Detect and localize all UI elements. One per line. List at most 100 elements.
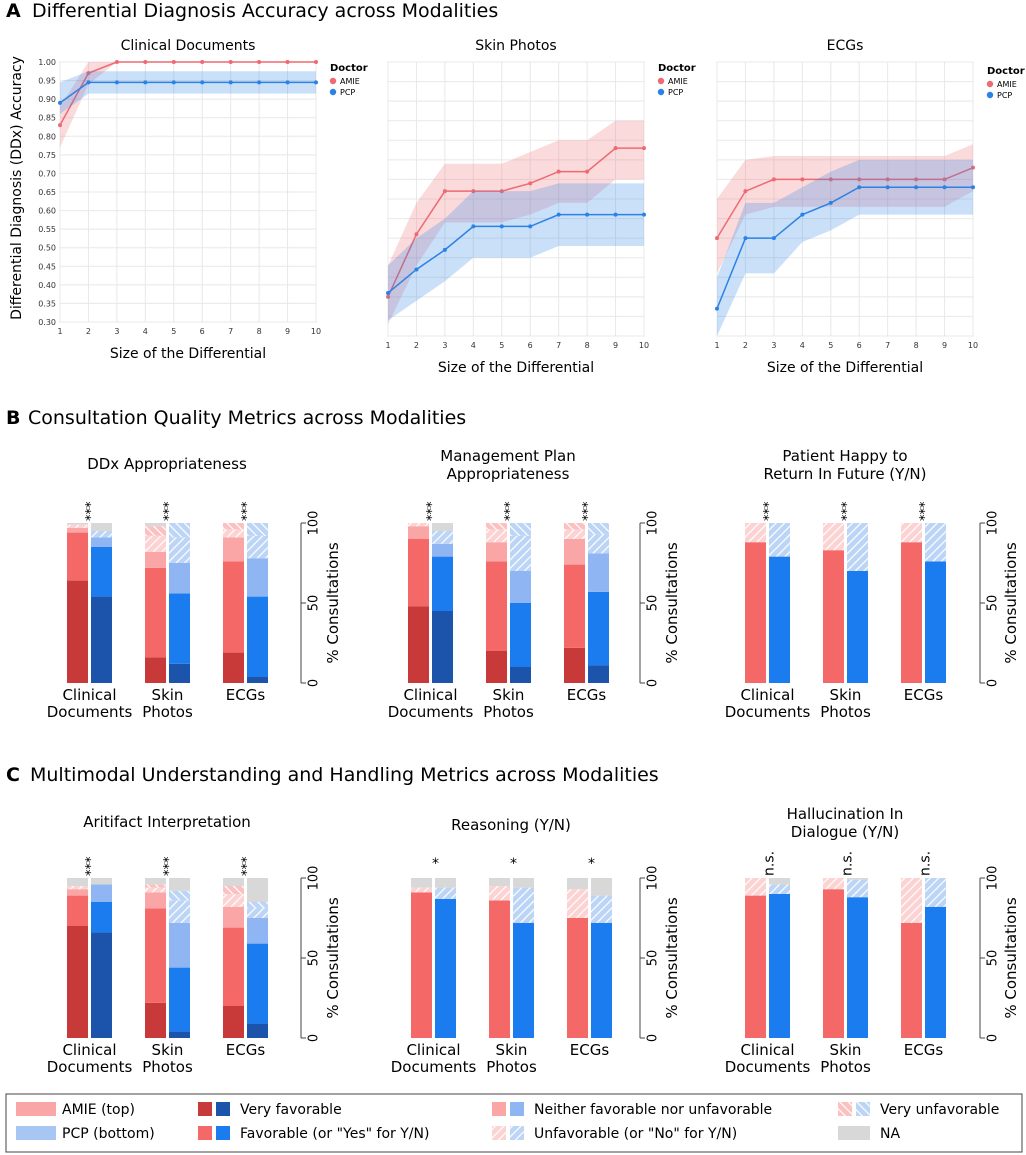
amie-bar-segment-na <box>411 878 432 888</box>
y-tick-label: 100 <box>646 511 661 536</box>
data-point-pcp <box>228 80 233 85</box>
y-tick-label: 0.70 <box>38 169 56 178</box>
significance-marker: *** <box>240 856 255 876</box>
legend-marker-pcp <box>986 91 994 99</box>
data-point-amie <box>200 60 205 64</box>
pcp-bar-segment-favorable <box>925 561 946 683</box>
amie-bar-segment-very-favorable <box>486 651 507 683</box>
amie-bar-segment-na <box>145 878 166 885</box>
category-label: ECGs <box>226 686 266 704</box>
category-label: Documents <box>725 1058 811 1076</box>
legend-title: Doctor <box>658 63 696 74</box>
data-point-pcp <box>857 185 862 190</box>
amie-bar-segment-unfavorable <box>67 886 88 890</box>
amie-bar-segment-very-favorable <box>67 926 88 1038</box>
bar-panel-artifact-interpretation: Aritifact Interpretation***ClinicalDocum… <box>47 813 342 1076</box>
category-label: Clinical <box>740 1041 794 1059</box>
amie-bar-segment-na <box>145 523 166 527</box>
amie-bar-segment-favorable <box>67 895 88 926</box>
legend-label-amie: AMIE <box>668 77 688 86</box>
data-point-amie <box>499 189 504 194</box>
pcp-bar-segment-unfavorable <box>769 884 790 894</box>
y-tick-label: 0.65 <box>38 188 56 197</box>
pcp-bar-segment-favorable <box>925 906 946 1038</box>
significance-marker: *** <box>425 501 440 521</box>
data-point-pcp <box>743 236 748 241</box>
y-tick-label: 50 <box>307 950 322 967</box>
y-tick-label: 0 <box>646 679 661 687</box>
pcp-bar-segment-unfavorable <box>510 535 531 571</box>
data-point-pcp <box>386 290 390 295</box>
significance-marker: * <box>588 856 595 872</box>
data-point-pcp <box>885 185 890 190</box>
amie-bar-segment-neither <box>486 542 507 562</box>
y-tick-label: 50 <box>986 950 1001 967</box>
section-c-title: Multimodal Understanding and Handling Me… <box>30 764 659 786</box>
pcp-bar-segment-very-favorable <box>169 1031 190 1038</box>
data-point-pcp <box>414 267 419 272</box>
category-label: Clinical <box>740 686 794 704</box>
significance-marker: n.s. <box>762 851 778 876</box>
pcp-bar-segment-favorable <box>591 922 612 1038</box>
data-point-amie <box>613 146 618 151</box>
significance-marker: *** <box>162 856 177 876</box>
x-tick-label: 1 <box>714 341 719 350</box>
legend-title: Doctor <box>330 63 368 74</box>
pcp-bar-segment-favorable <box>432 556 453 611</box>
category-label: Photos <box>486 1058 537 1076</box>
section-b-header: B Consultation Quality Metrics across Mo… <box>6 407 466 429</box>
x-tick-label: 10 <box>639 341 649 350</box>
amie-bar-segment-favorable <box>567 918 588 1038</box>
pcp-bar-segment-unfavorable <box>435 887 456 899</box>
bar-panel-ddx-appropriateness: DDx Appropriateness***ClinicalDocuments*… <box>47 455 342 721</box>
amie-bar-segment-unfavorable <box>411 887 432 893</box>
amie-bar-segment-favorable <box>745 895 766 1038</box>
section-c-header: C Multimodal Understanding and Handling … <box>6 764 659 786</box>
y-axis-label: % Consultations <box>324 897 342 1018</box>
amie-bar-segment-very-favorable <box>564 647 585 683</box>
amie-bar-segment-very-unfavorable <box>223 886 244 894</box>
x-tick-label: 9 <box>613 341 618 350</box>
data-point-pcp <box>914 185 919 190</box>
pcp-bar-segment-na <box>169 878 190 891</box>
category-label: Clinical <box>62 1041 116 1059</box>
series-line-amie <box>59 61 316 126</box>
pcp-bar-segment-neither <box>247 918 268 944</box>
data-point-amie <box>442 189 447 194</box>
category-label: Skin <box>493 686 525 704</box>
y-tick-label: 50 <box>646 950 661 967</box>
legend-swatch-neither-amie <box>492 1102 506 1116</box>
data-point-pcp <box>642 212 646 217</box>
x-tick-label: 5 <box>828 341 833 350</box>
amie-bar-segment-favorable <box>564 564 585 648</box>
data-point-amie <box>642 146 646 151</box>
pcp-bar-segment-favorable <box>588 591 609 666</box>
series-line-pcp <box>59 81 316 104</box>
pcp-bar-segment-neither <box>169 563 190 594</box>
category-label: ECGs <box>904 1041 944 1059</box>
data-point-pcp <box>200 80 205 85</box>
x-tick-label: 6 <box>857 341 862 350</box>
data-point-amie <box>228 60 233 64</box>
amie-bar-segment-very-favorable <box>408 606 429 683</box>
amie-bar-segment-favorable <box>901 922 922 1038</box>
legend-swatch-amie-top <box>16 1102 56 1116</box>
amie-bar-segment-unfavorable <box>901 523 922 543</box>
legend-swatch-very-favorable-pcp <box>216 1102 230 1116</box>
y-tick-label: 50 <box>307 595 322 612</box>
legend-label-pcp: PCP <box>668 88 683 97</box>
category-label: Skin <box>152 1041 184 1059</box>
amie-bar-segment-neither <box>145 892 166 909</box>
y-tick-label: 0.50 <box>38 244 56 253</box>
category-label: Skin <box>830 1041 862 1059</box>
x-tick-label: 9 <box>942 341 947 350</box>
category-label: ECGs <box>226 1041 266 1059</box>
pcp-bar-segment-favorable <box>847 897 868 1038</box>
legend-swatch-very-favorable-amie <box>198 1102 212 1116</box>
pcp-bar-segment-favorable <box>847 571 868 683</box>
amie-bar-segment-neither <box>67 527 88 533</box>
x-tick-label: 5 <box>499 341 504 350</box>
pcp-bar-segment-na <box>847 878 868 880</box>
